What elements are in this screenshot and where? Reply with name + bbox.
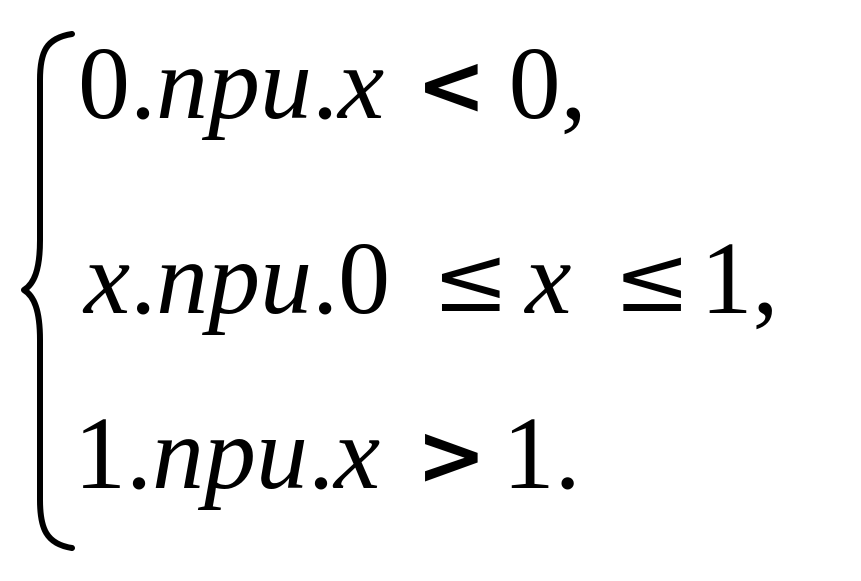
case-1-comma: , <box>560 26 587 141</box>
case-3-word: npu <box>152 396 308 511</box>
case-2-less-equal-1: ≤ <box>432 226 510 333</box>
case-3-greater-than: > <box>416 406 487 504</box>
case-1-dot-1: . <box>130 26 156 141</box>
case-2-dot-1: . <box>130 221 157 336</box>
case-3-dot-2: . <box>308 396 334 511</box>
case-2-upper-bound: 1 <box>700 221 753 336</box>
case-1-dot-2: . <box>312 26 338 141</box>
case-line-3: 1.npu.x>1. <box>74 402 581 506</box>
case-2-comma: , <box>752 221 779 336</box>
case-2-variable: x <box>525 221 572 336</box>
case-line-2: x.npu.0≤x≤1, <box>84 227 779 331</box>
case-3-value: 1 <box>74 396 126 511</box>
case-1-less-than: < <box>416 36 487 134</box>
case-1-value: 0 <box>78 26 130 141</box>
case-1-word: npu <box>156 26 312 141</box>
case-1-variable: x <box>338 26 385 141</box>
case-3-period: . <box>554 396 581 511</box>
case-2-value: x <box>84 221 131 336</box>
case-3-bound: 1 <box>502 396 555 511</box>
case-3-variable: x <box>334 396 381 511</box>
case-2-word: npu <box>156 221 313 336</box>
case-2-dot-2: . <box>312 221 339 336</box>
case-3-dot-1: . <box>126 396 152 511</box>
case-2-less-equal-2: ≤ <box>613 226 691 333</box>
case-1-bound: 0 <box>508 26 561 141</box>
case-line-1: 0.npu.x<0, <box>78 32 587 136</box>
case-2-lower-bound: 0 <box>338 221 391 336</box>
